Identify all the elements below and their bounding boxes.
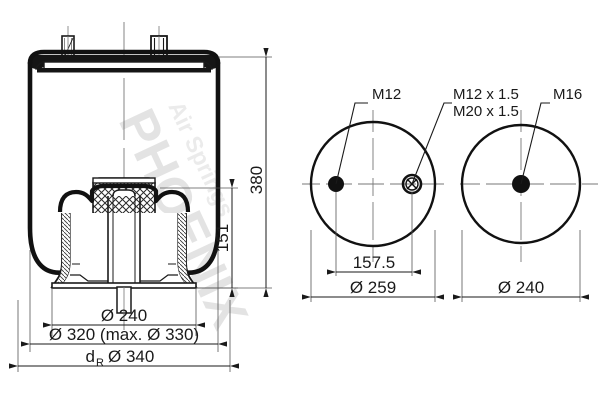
top-plate-view: M12 M12 x 1.5 M20 x 1.5 157.5 Ø 259 xyxy=(302,86,519,302)
dimension-dia-340: d R Ø 340 xyxy=(9,300,239,372)
bottom-plate-view: M16 Ø 240 xyxy=(453,86,598,302)
label-m20x15: M20 x 1.5 xyxy=(453,103,519,120)
piston-rolling-lobe xyxy=(57,183,191,213)
dim-label-dia-ring-value: Ø 340 xyxy=(108,347,154,366)
dim-label-dia-ring-sub: R xyxy=(96,357,104,369)
bottom-center-stud xyxy=(116,286,132,318)
cross-section-view: 380 151 Ø 240 Ø 320 (max. Ø 330) xyxy=(9,22,272,372)
top-plate-circle xyxy=(309,120,437,248)
piston-assembly xyxy=(50,177,198,318)
label-m12x15: M12 x 1.5 xyxy=(453,86,519,103)
dim-label-dia-bellows: Ø 320 (max. Ø 330) xyxy=(49,325,199,344)
dim-label-dia-piston: Ø 240 xyxy=(101,306,147,325)
piston-body xyxy=(50,213,198,289)
dim-label-height-piston: 151 xyxy=(213,224,232,252)
dimension-157-5: 157.5 xyxy=(327,192,421,276)
bottom-plate-circle xyxy=(460,123,582,245)
label-m12: M12 xyxy=(372,86,401,103)
dimension-dia-240-plate: Ø 240 xyxy=(453,230,589,302)
leader-m16: M16 xyxy=(520,86,582,185)
dimension-380: 380 xyxy=(196,48,272,297)
dim-label-dia-259: Ø 259 xyxy=(350,278,396,297)
bellows-inner-wall xyxy=(35,60,213,71)
piston-internal-ribs xyxy=(70,263,178,282)
piston-internal-bore xyxy=(107,189,141,283)
leader-m12: M12 xyxy=(335,86,401,185)
dim-label-dia-ring-prefix: d xyxy=(86,347,95,366)
dimension-dia-240: Ø 240 xyxy=(43,288,205,336)
leader-m12-m20: M12 x 1.5 M20 x 1.5 xyxy=(411,86,519,185)
dimension-dia-320: Ø 320 (max. Ø 330) xyxy=(21,250,227,352)
dimension-151: 151 xyxy=(160,179,238,297)
label-m16: M16 xyxy=(553,86,582,103)
dimension-dia-259: Ø 259 xyxy=(302,230,444,302)
dim-label-dia-240-plate: Ø 240 xyxy=(498,278,544,297)
dim-label-height-total: 380 xyxy=(247,166,266,194)
dim-label-bolt-spacing: 157.5 xyxy=(353,253,396,272)
top-bead-plate xyxy=(28,55,220,73)
